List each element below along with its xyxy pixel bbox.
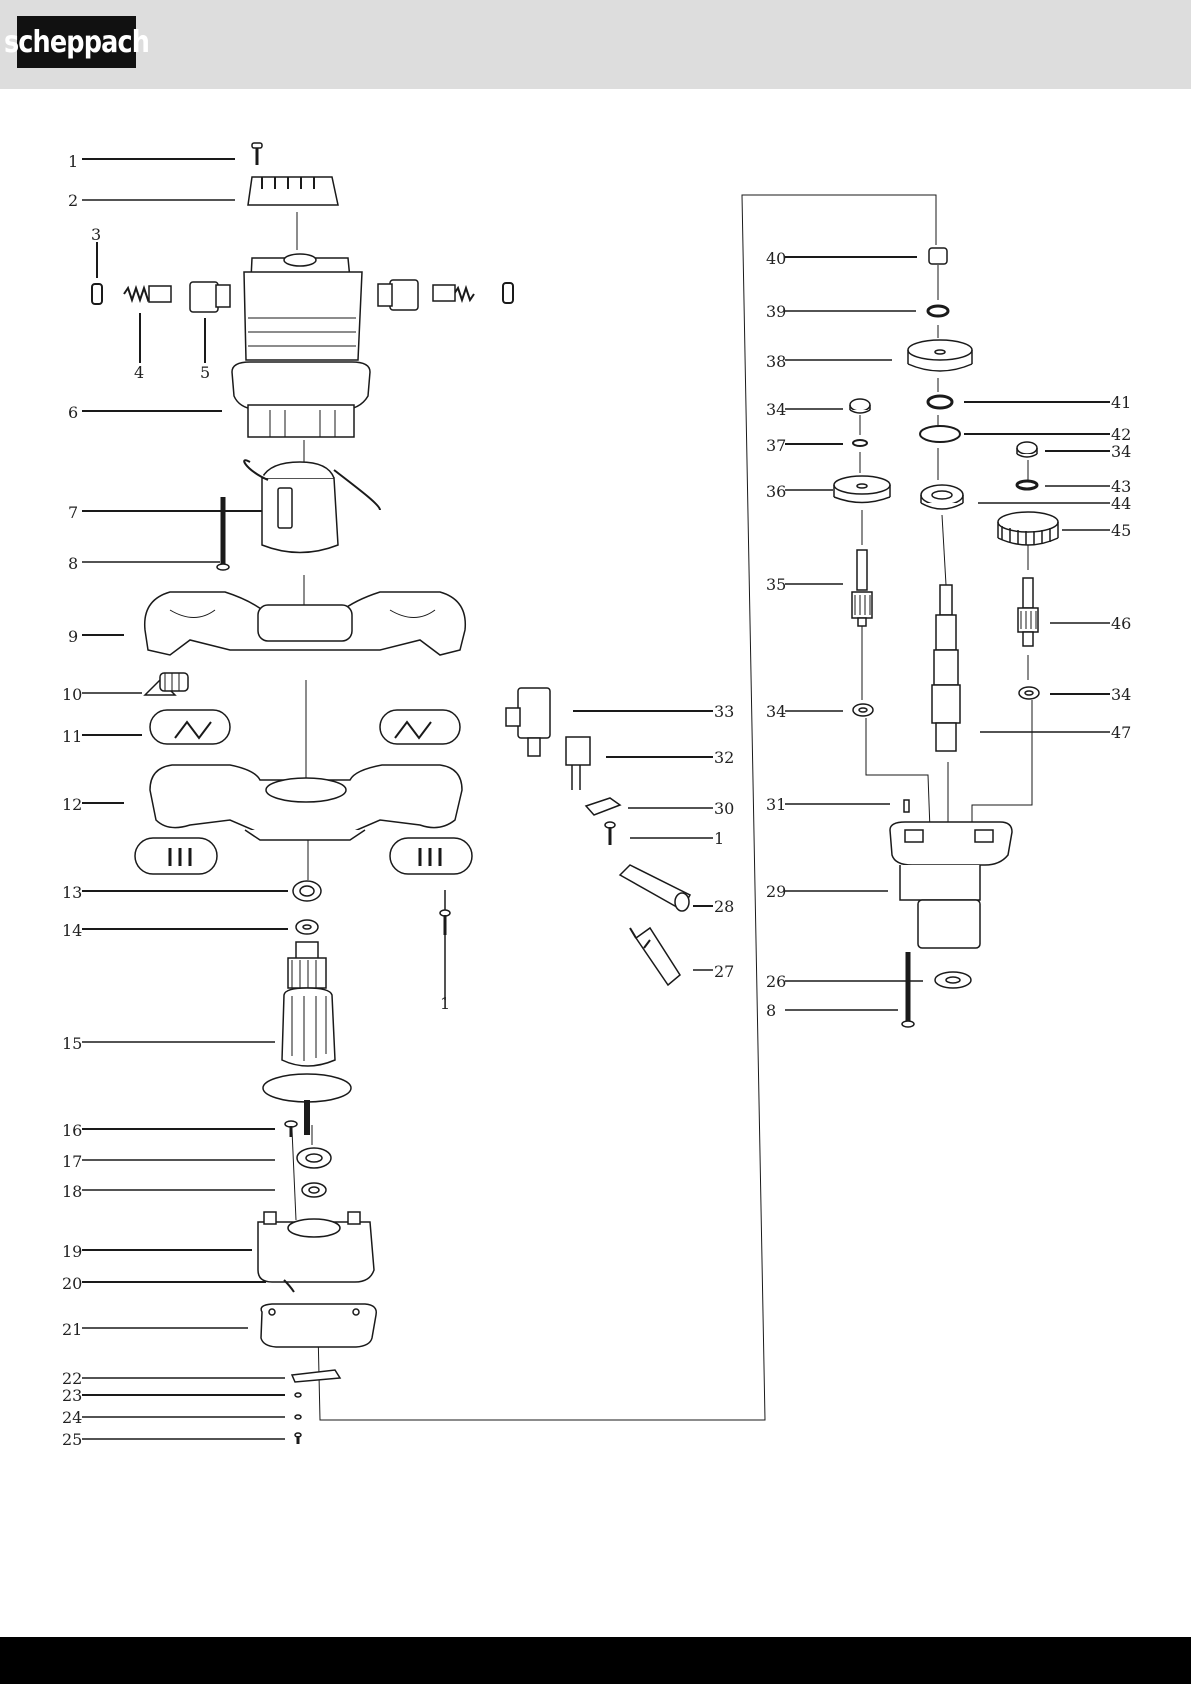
label-part-34-d: 34 — [1111, 685, 1131, 704]
part-31-pin — [904, 800, 909, 812]
part-35-pinion-shaft — [852, 550, 872, 626]
part-26-washer — [935, 972, 971, 988]
page-footer-bar — [0, 1637, 1191, 1684]
part-34-bearing-top-right — [1017, 442, 1037, 457]
label-part-23: 23 — [62, 1386, 82, 1405]
label-part-19: 19 — [62, 1242, 82, 1261]
label-part-17: 17 — [62, 1152, 82, 1171]
part-45-gear — [998, 512, 1058, 545]
label-part-8: 8 — [68, 554, 78, 573]
part-7-stator — [244, 460, 380, 552]
label-part-41: 41 — [1111, 393, 1131, 412]
part-22-plate — [292, 1370, 340, 1382]
part-8-long-screw — [217, 497, 229, 570]
label-part-34-c: 34 — [1111, 442, 1131, 461]
label-part-35: 35 — [766, 575, 786, 594]
part-39-ring — [928, 306, 948, 316]
label-part-31: 31 — [766, 795, 786, 814]
label-part-4: 4 — [134, 363, 144, 382]
label-part-12: 12 — [62, 795, 82, 814]
label-part-10: 10 — [62, 685, 82, 704]
part-46-pinion-shaft — [1018, 578, 1038, 646]
part-34-bearing-bottom-left — [853, 704, 873, 716]
part-14-washer — [296, 920, 318, 934]
label-part-45: 45 — [1111, 521, 1131, 540]
label-part-38: 38 — [766, 352, 786, 371]
label-part-6: 6 — [68, 403, 78, 422]
part-29-gear-housing — [890, 822, 1012, 948]
part-38-disk — [908, 340, 972, 371]
label-part-2: 2 — [68, 191, 78, 210]
part-16-screw — [285, 1121, 297, 1137]
part-28-cable-sleeve — [620, 865, 690, 911]
label-part-36: 36 — [766, 482, 786, 501]
label-part-24: 24 — [62, 1408, 82, 1427]
part-2-brush-cover — [248, 177, 338, 205]
label-part-3: 3 — [91, 225, 101, 244]
label-part-46: 46 — [1111, 614, 1131, 633]
part-11-grip-pads — [150, 710, 460, 744]
part-33-switch — [506, 688, 550, 756]
part-12-handle-grips — [135, 838, 472, 874]
label-part-1-clamp: 1 — [714, 829, 724, 848]
label-part-7: 7 — [68, 503, 78, 522]
part-36-disk — [834, 476, 890, 503]
part-6-motor-housing — [232, 254, 370, 437]
label-part-14: 14 — [62, 921, 82, 940]
label-part-47: 47 — [1111, 723, 1131, 742]
part-21-base-plate — [261, 1304, 376, 1347]
label-part-21: 21 — [62, 1320, 82, 1339]
label-part-29: 29 — [766, 882, 786, 901]
label-part-11: 11 — [62, 727, 82, 746]
label-part-13: 13 — [62, 883, 82, 902]
part-27-power-plug — [630, 928, 680, 985]
part-1-screw-clamp — [605, 822, 615, 845]
label-part-18: 18 — [62, 1182, 82, 1201]
part-32-capacitor — [566, 737, 590, 790]
part-9-upper-housing — [145, 592, 466, 655]
part-34-bearing-bottom-right — [1019, 687, 1039, 699]
part-15-armature — [263, 942, 351, 1135]
part-44-bearing — [921, 485, 963, 509]
label-part-39: 39 — [766, 302, 786, 321]
part-30-cable-clamp — [586, 798, 620, 815]
part-42-circlip — [920, 426, 960, 442]
part-37-ring — [853, 440, 867, 446]
part-1-screw — [252, 143, 262, 165]
label-part-25: 25 — [62, 1430, 82, 1449]
label-part-34-b: 34 — [766, 702, 786, 721]
label-part-37: 37 — [766, 436, 786, 455]
label-part-33: 33 — [714, 702, 734, 721]
part-10-switch-knob — [145, 673, 188, 695]
label-part-15: 15 — [62, 1034, 82, 1053]
part-40-bushing — [929, 248, 947, 264]
label-part-9: 9 — [68, 627, 78, 646]
part-47-spindle — [932, 585, 960, 751]
label-part-20: 20 — [62, 1274, 82, 1293]
part-13-bearing — [293, 881, 321, 901]
part-34-bearing-top-left — [850, 399, 870, 413]
part-17-bearing — [297, 1148, 331, 1168]
label-part-32: 32 — [714, 748, 734, 767]
label-part-28: 28 — [714, 897, 734, 916]
label-part-40: 40 — [766, 249, 786, 268]
label-part-16: 16 — [62, 1121, 82, 1140]
label-part-27: 27 — [714, 962, 734, 981]
label-part-1-middle: 1 — [440, 994, 450, 1013]
label-part-26: 26 — [766, 972, 786, 991]
part-8-long-screw-right — [902, 952, 914, 1027]
label-part-34-a: 34 — [766, 400, 786, 419]
label-part-5: 5 — [200, 363, 210, 382]
label-part-44: 44 — [1111, 494, 1131, 513]
part-1-screw-middle — [440, 910, 450, 935]
part-19-lower-housing — [258, 1212, 374, 1282]
part-18-washer — [302, 1183, 326, 1197]
label-part-1: 1 — [68, 152, 78, 171]
part-23-25-small-parts — [295, 1393, 301, 1444]
part-43-ring — [1017, 481, 1037, 489]
label-part-30: 30 — [714, 799, 734, 818]
label-part-8-right: 8 — [766, 1001, 776, 1020]
part-41-ring — [928, 396, 952, 408]
